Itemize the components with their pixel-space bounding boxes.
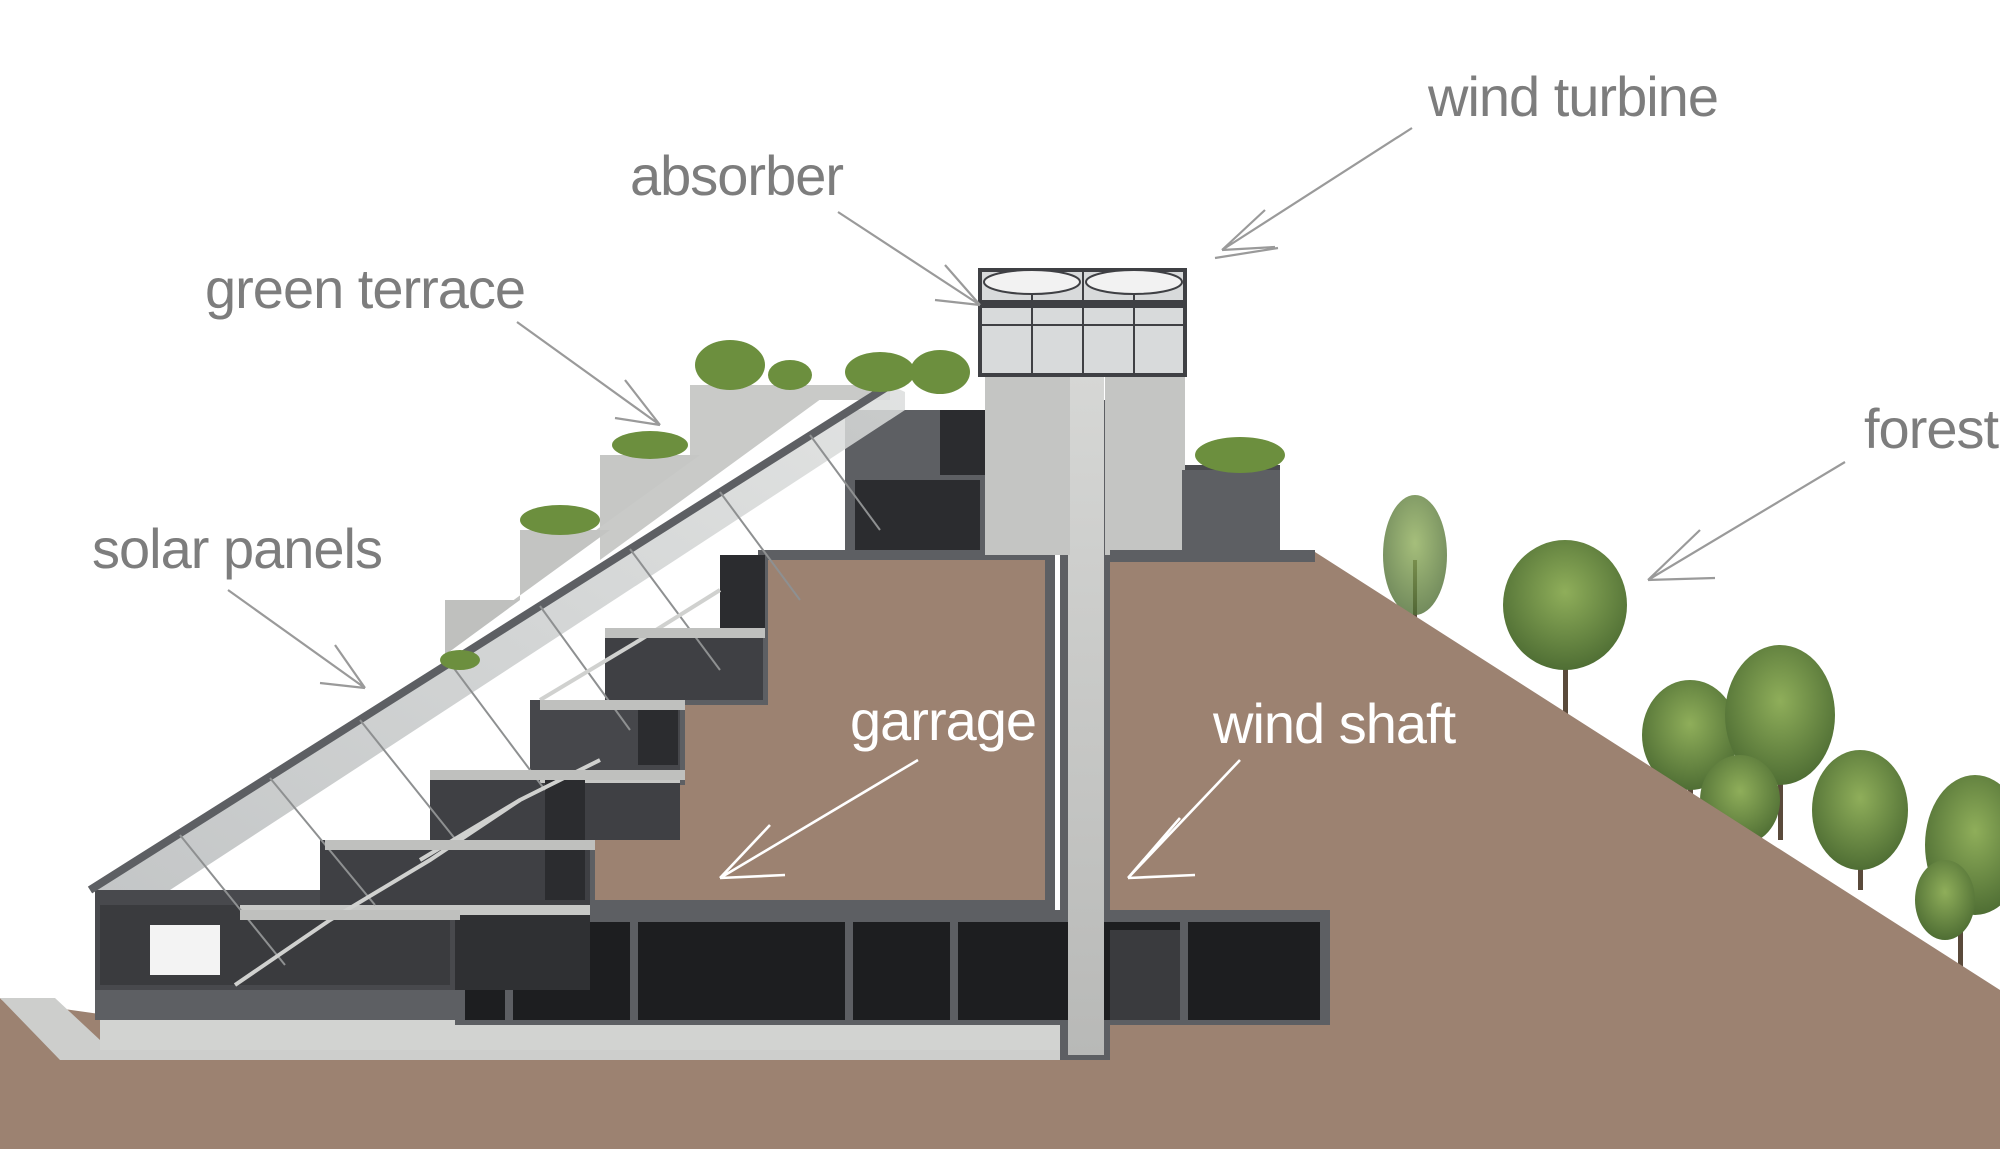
label-garrage-text: garrage bbox=[850, 689, 1036, 752]
label-solar-panels: solar panels bbox=[92, 517, 383, 690]
tree bbox=[1725, 645, 1835, 840]
label-wind-turbine-text: wind turbine bbox=[1427, 65, 1718, 128]
tree bbox=[1642, 680, 1738, 800]
floor-slabs bbox=[240, 628, 765, 920]
label-solar-panels-text: solar panels bbox=[92, 517, 382, 580]
turbine-rotor bbox=[1085, 269, 1183, 295]
earth-left-ground bbox=[0, 998, 1100, 1149]
stepped-floors bbox=[95, 555, 765, 990]
wind-shaft bbox=[1068, 375, 1104, 1055]
turbine-rotor bbox=[983, 269, 1081, 295]
label-green-terrace: green terrace bbox=[205, 257, 661, 427]
solar-panels-glazing bbox=[95, 385, 905, 890]
label-absorber: absorber bbox=[630, 144, 981, 307]
label-wind-shaft: wind shaft bbox=[1127, 692, 1458, 880]
tree bbox=[1503, 540, 1627, 720]
label-garrage: garrage bbox=[719, 689, 1037, 880]
tree bbox=[1915, 860, 1975, 940]
green-terrace-plants bbox=[440, 340, 1285, 670]
glass-mullions bbox=[179, 434, 881, 966]
shaft-right-earth bbox=[1110, 555, 1310, 905]
label-absorber-text: absorber bbox=[630, 144, 843, 207]
forest-trees bbox=[1383, 495, 2000, 980]
earth-hill bbox=[0, 552, 2000, 1149]
wind-turbine-housing bbox=[978, 268, 1187, 377]
tree bbox=[1812, 750, 1908, 890]
label-forest: forest bbox=[1647, 397, 2000, 582]
garage-earth-block bbox=[590, 555, 1050, 905]
label-forest-text: forest bbox=[1864, 397, 1999, 460]
label-wind-shaft-text: wind shaft bbox=[1212, 692, 1457, 755]
glass-edge bbox=[87, 381, 893, 894]
label-green-terrace-text: green terrace bbox=[205, 257, 525, 320]
garage-level bbox=[455, 910, 1330, 1025]
upper-rooms bbox=[845, 375, 1315, 562]
label-wind-turbine: wind turbine bbox=[1214, 65, 1719, 260]
concrete-terraces bbox=[445, 385, 890, 655]
